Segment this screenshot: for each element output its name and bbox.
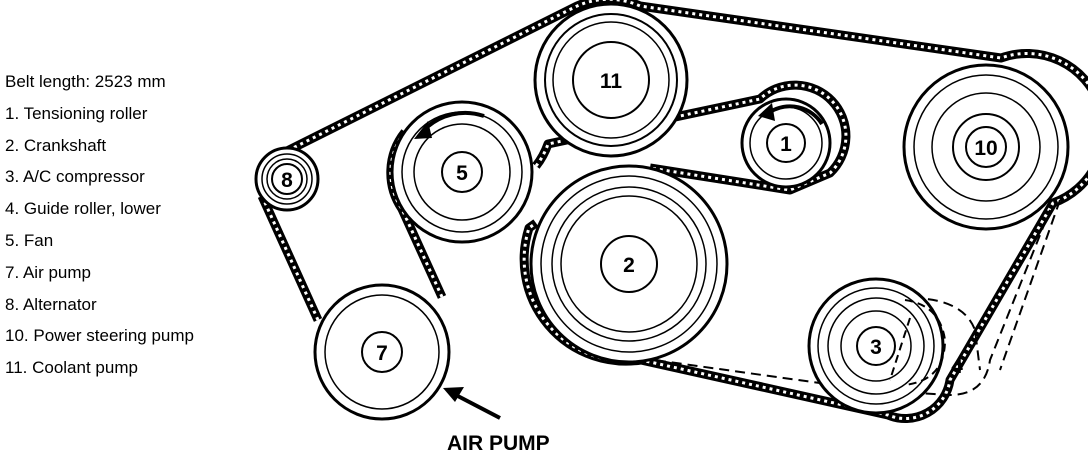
pulley-2-crankshaft: 2 bbox=[529, 164, 729, 364]
rotation-arrow-icon bbox=[768, 104, 824, 126]
legend-item-alternator: 8. Alternator bbox=[5, 294, 97, 314]
pulley-10-label: 10 bbox=[974, 137, 997, 160]
legend-item-ac-compressor: 3. A/C compressor bbox=[5, 167, 145, 187]
legend-item-guide-roller: 4. Guide roller, lower bbox=[5, 199, 161, 219]
legend-item-air-pump: 7. Air pump bbox=[5, 262, 91, 282]
legend-item-crankshaft: 2. Crankshaft bbox=[5, 135, 107, 155]
legend-item-power-steering: 10. Power steering pump bbox=[5, 326, 194, 346]
legend: Belt length: 2523 mm 1. Tensioning rolle… bbox=[5, 66, 194, 384]
pulley-1-label: 1 bbox=[780, 133, 792, 156]
guide-roller-4-label: 4 bbox=[951, 355, 963, 378]
guide-roller-outline bbox=[889, 299, 947, 386]
pulley-2-label: 2 bbox=[623, 254, 635, 277]
pulley-7-air-pump: 7 bbox=[313, 283, 451, 421]
rotation-arrow-icon bbox=[422, 110, 485, 132]
pulley-5-fan: 5 bbox=[390, 100, 534, 244]
pulley-10-power-steering: 10 bbox=[902, 63, 1070, 231]
belt-length-label: Belt length: 2523 mm bbox=[5, 72, 166, 91]
pulley-11-coolant-pump: 11 bbox=[533, 2, 689, 158]
pulley-7-label: 7 bbox=[376, 342, 388, 365]
pulley-3-ac-compressor: 3 bbox=[807, 277, 945, 415]
legend-item-tensioning-roller: 1. Tensioning roller bbox=[5, 103, 148, 123]
pulley-5-label: 5 bbox=[456, 162, 468, 185]
pulley-11-label: 11 bbox=[600, 70, 623, 93]
legend-item-coolant-pump: 11. Coolant pump bbox=[5, 358, 138, 378]
pulley-1-tensioning-roller: 1 bbox=[740, 97, 832, 189]
pulley-8-alternator: 8 bbox=[254, 146, 320, 212]
legend-item-fan: 5. Fan bbox=[5, 230, 54, 250]
air-pump-callout: AIR PUMP bbox=[443, 387, 550, 454]
air-pump-callout-label: AIR PUMP bbox=[447, 432, 550, 454]
pulley-8-label: 8 bbox=[281, 169, 293, 192]
pulley-3-label: 3 bbox=[870, 336, 882, 359]
